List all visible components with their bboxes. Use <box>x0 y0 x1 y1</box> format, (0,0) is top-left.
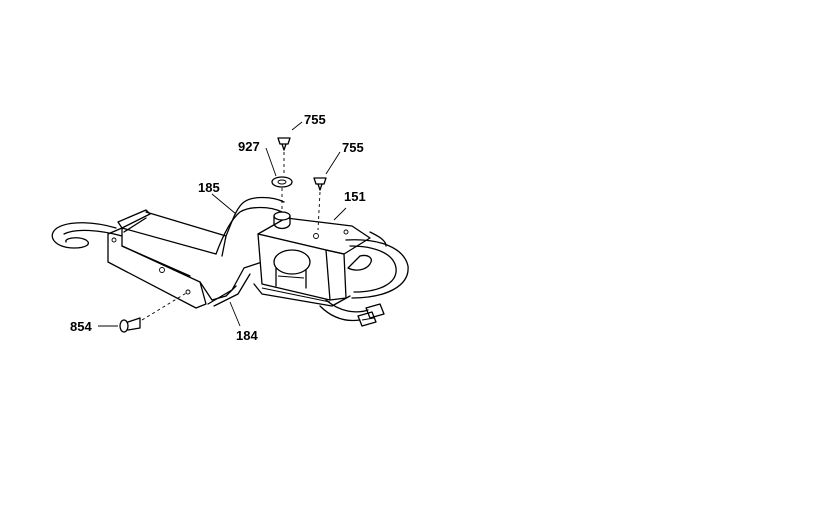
label-755-top: 755 <box>304 112 326 127</box>
hook-bracket-185 <box>51 196 285 309</box>
label-184: 184 <box>236 328 258 343</box>
screw-755-right <box>313 177 327 191</box>
screw-755-top <box>277 137 291 151</box>
lower-bracket-184 <box>207 261 263 307</box>
screw-854 <box>119 317 141 333</box>
assembly-lines <box>141 152 321 321</box>
label-151: 151 <box>344 189 366 204</box>
label-185: 185 <box>198 180 220 195</box>
label-854: 854 <box>70 319 92 334</box>
leader-lines <box>98 121 347 327</box>
washer-927 <box>271 176 293 188</box>
wire-leads <box>319 299 385 327</box>
label-927: 927 <box>238 139 260 154</box>
fan-disc <box>345 231 409 299</box>
motor-housing-151 <box>253 211 371 307</box>
label-755-right: 755 <box>342 140 364 155</box>
